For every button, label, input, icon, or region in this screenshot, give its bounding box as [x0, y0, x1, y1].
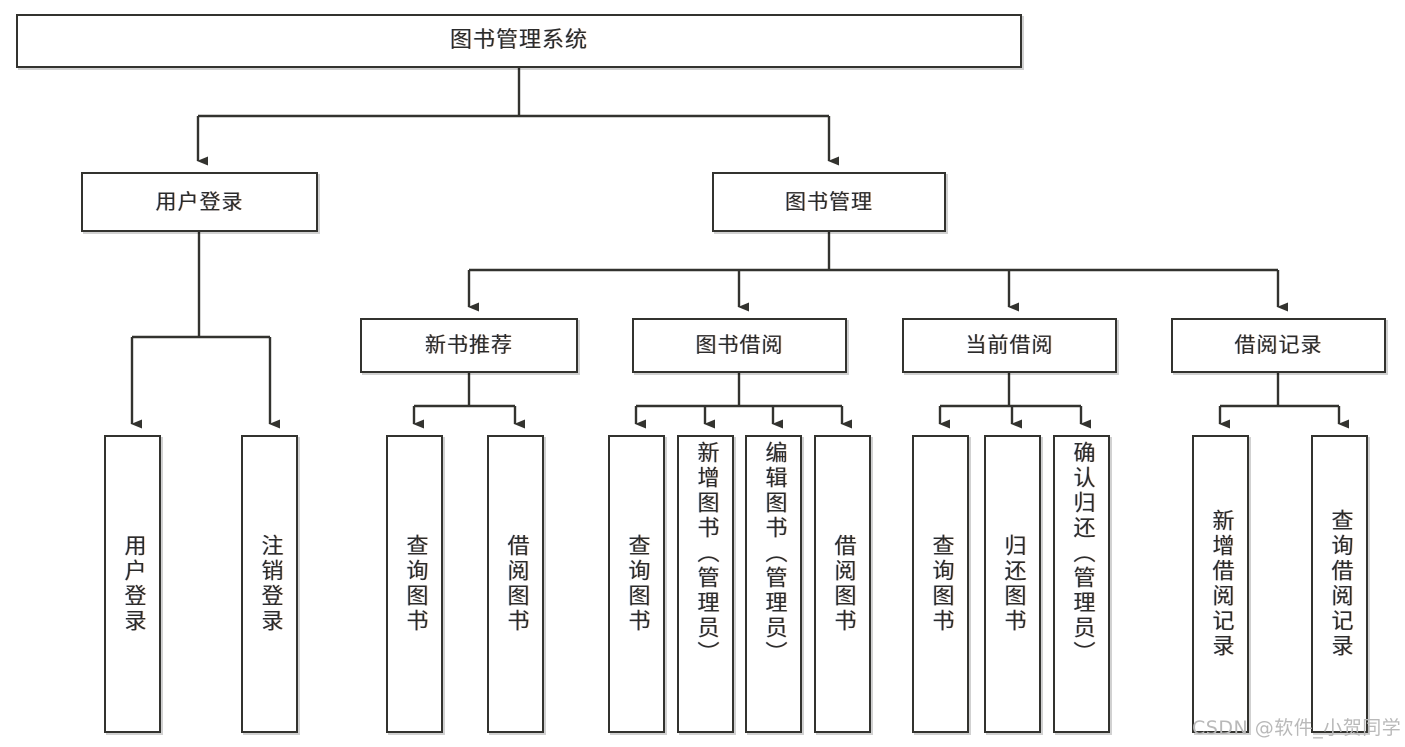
node-leaf-3-label: 借阅图书 — [503, 534, 529, 634]
node-leaf-6-label: 编辑图书（管理员） — [761, 441, 787, 666]
node-level1-1-label: 图书管理 — [785, 189, 873, 214]
node-leaf-5-label: 新增图书（管理员） — [693, 441, 719, 666]
node-leaf-9[interactable]: 归还图书 — [984, 435, 1041, 733]
node-leaf-9-label: 归还图书 — [1000, 534, 1026, 634]
node-leaf-11[interactable]: 新增借阅记录 — [1192, 435, 1249, 733]
node-leaf-10[interactable]: 确认归还（管理员） — [1053, 435, 1110, 733]
node-level2-2[interactable]: 当前借阅 — [902, 318, 1117, 373]
node-leaf-11-label: 新增借阅记录 — [1208, 509, 1234, 659]
node-level2-3-label: 借阅记录 — [1234, 333, 1323, 358]
node-leaf-5[interactable]: 新增图书（管理员） — [677, 435, 734, 733]
node-root[interactable]: 图书管理系统 — [16, 14, 1022, 68]
node-leaf-1[interactable]: 注销登录 — [241, 435, 298, 733]
node-leaf-4-label: 查询图书 — [624, 534, 650, 634]
node-leaf-12[interactable]: 查询借阅记录 — [1311, 435, 1368, 733]
node-leaf-7-label: 借阅图书 — [830, 534, 856, 634]
node-level2-3[interactable]: 借阅记录 — [1171, 318, 1386, 373]
node-level1-0[interactable]: 用户登录 — [81, 172, 318, 232]
node-leaf-0-label: 用户登录 — [120, 534, 146, 634]
node-level1-1[interactable]: 图书管理 — [712, 172, 946, 232]
node-level1-0-label: 用户登录 — [155, 189, 244, 214]
node-root-label: 图书管理系统 — [449, 28, 588, 54]
node-level2-0[interactable]: 新书推荐 — [360, 318, 578, 373]
node-leaf-6[interactable]: 编辑图书（管理员） — [745, 435, 802, 733]
csdn-watermark: CSDN @软件_小贺同学 — [1192, 717, 1402, 739]
node-leaf-7[interactable]: 借阅图书 — [814, 435, 871, 733]
node-level2-1[interactable]: 图书借阅 — [632, 318, 847, 373]
node-leaf-8-label: 查询图书 — [928, 534, 954, 634]
node-leaf-2-label: 查询图书 — [402, 534, 428, 634]
node-leaf-2[interactable]: 查询图书 — [386, 435, 443, 733]
node-leaf-10-label: 确认归还（管理员） — [1069, 441, 1095, 666]
node-level2-0-label: 新书推荐 — [425, 333, 513, 358]
node-leaf-8[interactable]: 查询图书 — [912, 435, 969, 733]
node-leaf-4[interactable]: 查询图书 — [608, 435, 665, 733]
node-level2-2-label: 当前借阅 — [965, 333, 1054, 358]
node-leaf-3[interactable]: 借阅图书 — [487, 435, 544, 733]
node-leaf-0[interactable]: 用户登录 — [104, 435, 161, 733]
node-leaf-12-label: 查询借阅记录 — [1327, 509, 1353, 659]
node-level2-1-label: 图书借阅 — [695, 333, 784, 358]
node-leaf-1-label: 注销登录 — [257, 534, 283, 634]
